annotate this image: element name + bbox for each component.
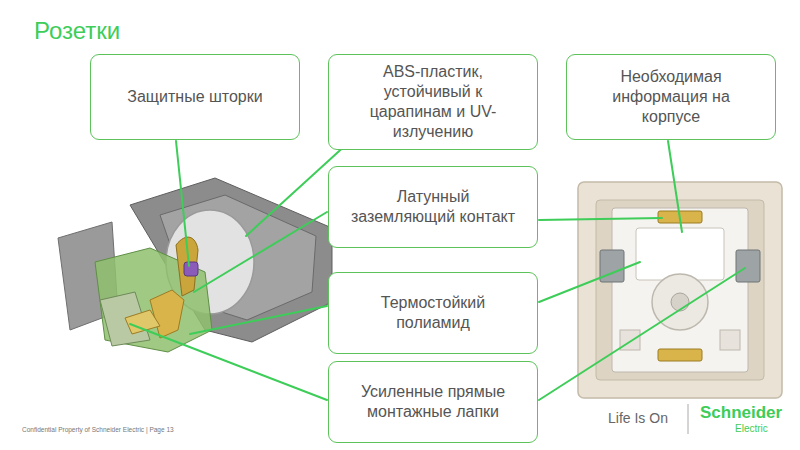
terminal xyxy=(125,310,160,334)
leader-line xyxy=(539,268,745,400)
protective-shutter xyxy=(184,262,198,276)
callout-box: Термостойкий полиамид xyxy=(328,272,538,354)
leader-line xyxy=(194,212,327,292)
callout-text: Термостойкий полиамид xyxy=(358,293,508,333)
logo-separator xyxy=(688,404,689,434)
mounting-claw xyxy=(736,250,760,282)
callout-box: ABS-пластик, устойчивый к царапинам и UV… xyxy=(328,54,538,150)
callout-text: Защитные шторки xyxy=(127,87,262,107)
callout-text: ABS-пластик, устойчивый к царапинам и UV… xyxy=(358,62,508,142)
polyamide-body xyxy=(95,248,212,352)
leader-line xyxy=(668,141,682,232)
leader-line xyxy=(539,218,662,220)
footer-note: Confidential Property of Schneider Elect… xyxy=(22,426,174,433)
leader-line xyxy=(190,306,327,334)
info-plate xyxy=(636,228,724,280)
logo-text: Electric xyxy=(735,423,768,434)
slide-title: Розетки xyxy=(34,17,120,45)
callout-box: Латунный заземляющий контакт xyxy=(328,166,538,248)
brass-contact xyxy=(150,290,184,338)
callout-text: Необходимая информация на корпусе xyxy=(596,67,746,127)
terminal xyxy=(720,330,740,350)
leader-line xyxy=(130,324,327,400)
frame-recess xyxy=(596,200,764,380)
callout-box: Необходимая информация на корпусе xyxy=(566,54,776,140)
screw xyxy=(671,293,689,311)
leader-line xyxy=(539,262,640,302)
leader-line xyxy=(176,141,189,266)
logo-text: Life Is On xyxy=(608,410,668,426)
callout-text: Латунный заземляющий контакт xyxy=(351,187,516,227)
logo-text: Schneider xyxy=(700,403,782,423)
callout-box: Усиленные прямые монтажные лапки xyxy=(328,361,538,443)
mechanism-body xyxy=(612,208,748,372)
brass-contact xyxy=(658,349,702,361)
callout-text: Усиленные прямые монтажные лапки xyxy=(358,382,508,422)
callout-box: Защитные шторки xyxy=(90,54,300,140)
